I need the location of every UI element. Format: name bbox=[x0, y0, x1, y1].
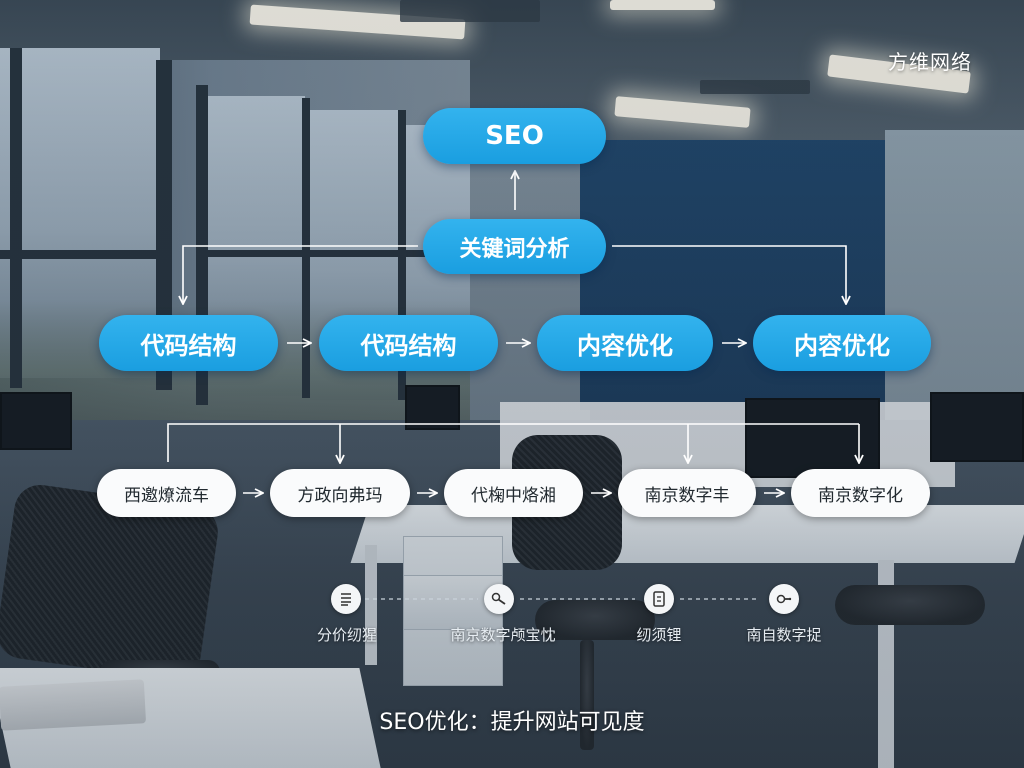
caption: SEO优化：提升网站可见度 bbox=[379, 710, 645, 735]
node-seo[interactable]: SEO bbox=[423, 108, 606, 164]
node-row1-3[interactable]: 内容优化 bbox=[537, 315, 713, 371]
magnifier-icon bbox=[484, 584, 514, 614]
link-icon bbox=[769, 584, 799, 614]
window-frame bbox=[302, 98, 310, 398]
icon-label: 纫须锂 bbox=[636, 626, 682, 644]
monitor bbox=[745, 398, 880, 478]
chair-seat bbox=[535, 600, 655, 640]
node-keyword-analysis[interactable]: 关键词分析 bbox=[423, 219, 606, 274]
ceiling-vent bbox=[700, 80, 810, 94]
brand-logo-text: 方维网络 bbox=[888, 50, 972, 74]
monitor bbox=[405, 385, 460, 430]
window-frame bbox=[205, 250, 470, 257]
node-row1-4[interactable]: 内容优化 bbox=[753, 315, 931, 371]
node-row2-3[interactable]: 代椈中烙湘 bbox=[444, 469, 583, 517]
ceiling-vent bbox=[400, 0, 540, 22]
node-row2-5[interactable]: 南京数字化 bbox=[791, 469, 930, 517]
node-row2-2[interactable]: 方政向弗玛 bbox=[270, 469, 410, 517]
window-frame bbox=[0, 250, 165, 259]
ceiling-light bbox=[610, 0, 715, 10]
distribution-line bbox=[167, 423, 859, 462]
icon-label: 南自数字捉 bbox=[746, 626, 822, 644]
column bbox=[470, 150, 590, 420]
desk-leg bbox=[365, 545, 377, 665]
icon-label: 分价纫猩 bbox=[316, 626, 377, 644]
chair-seat bbox=[835, 585, 985, 625]
node-row2-4[interactable]: 南京数字丰 bbox=[618, 469, 756, 517]
monitor bbox=[0, 392, 72, 450]
window-frame bbox=[156, 60, 172, 390]
window-frame bbox=[10, 48, 22, 388]
arrow-hub-to-right bbox=[612, 245, 846, 303]
monitor bbox=[930, 392, 1024, 462]
list-icon bbox=[331, 584, 361, 614]
node-row2-1[interactable]: 西邀燎流车 bbox=[97, 469, 236, 517]
right-wall bbox=[885, 130, 1024, 420]
chair-base bbox=[580, 640, 594, 750]
node-row1-1[interactable]: 代码结构 bbox=[99, 315, 278, 371]
node-row1-2[interactable]: 代码结构 bbox=[319, 315, 498, 371]
document-icon bbox=[644, 584, 674, 614]
arrow-hub-to-left bbox=[183, 245, 418, 303]
icon-label: 南京数字颅宝忱 bbox=[450, 626, 556, 644]
